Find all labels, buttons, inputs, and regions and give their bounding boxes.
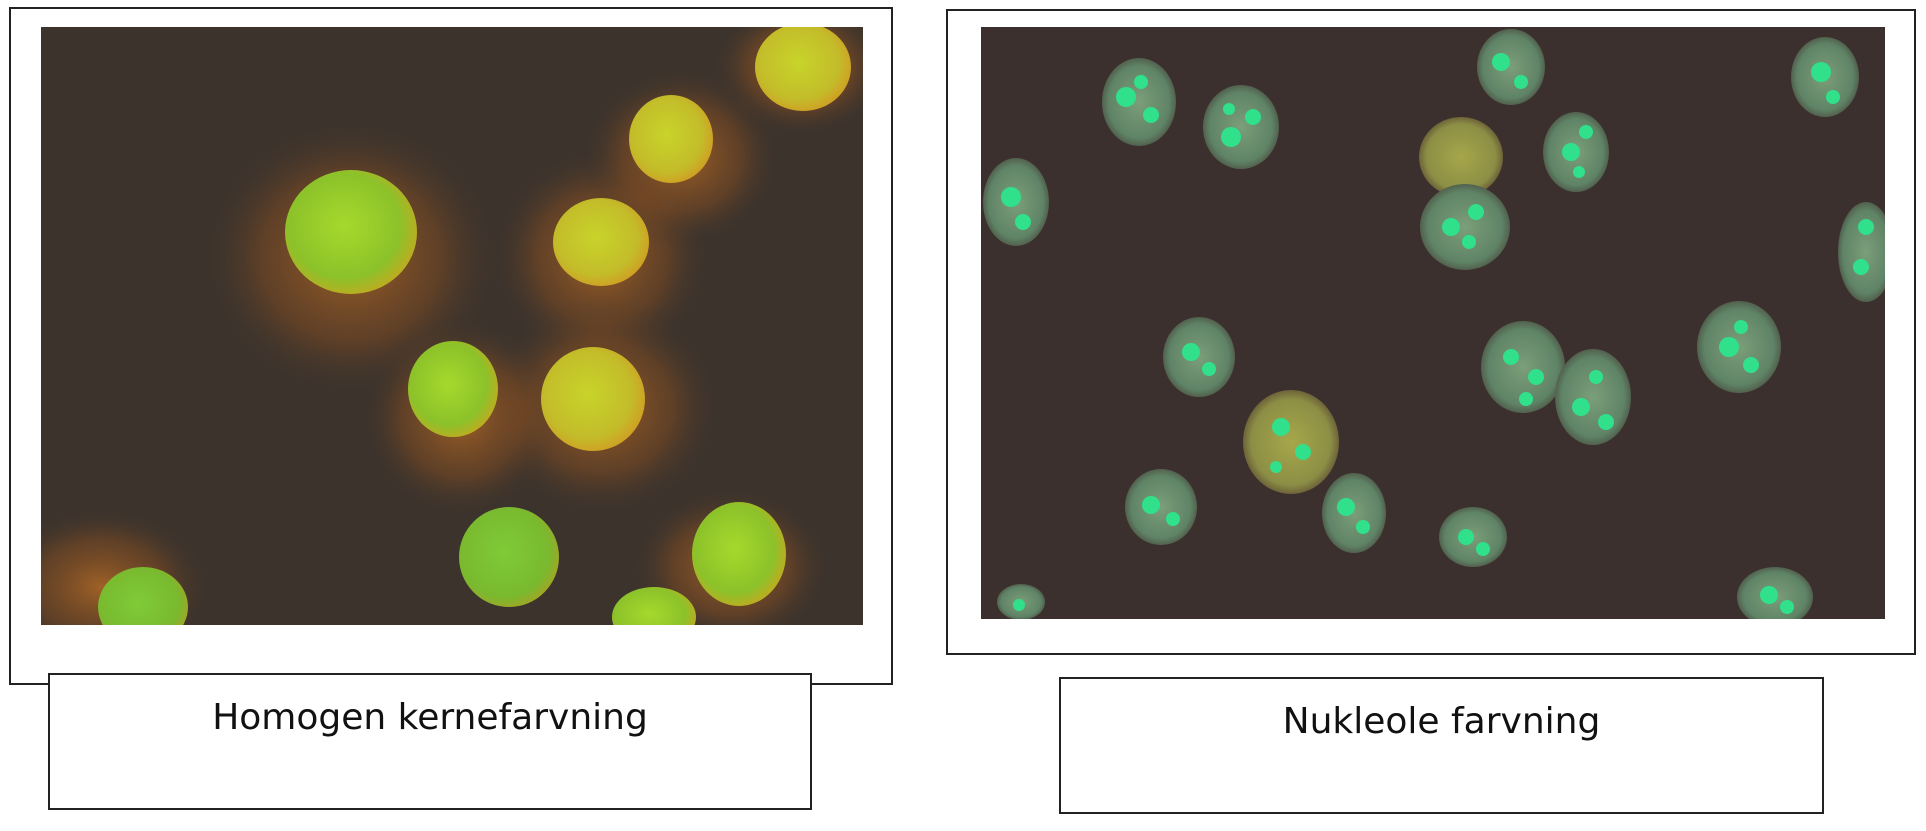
micrograph-left-svg bbox=[41, 27, 863, 625]
right-caption: Nukleole farvning bbox=[1282, 701, 1601, 742]
right-image-frame bbox=[946, 9, 1916, 655]
left-image-frame bbox=[9, 7, 893, 685]
stained-nuclei bbox=[98, 27, 851, 625]
left-caption: Homogen kernefarvning bbox=[212, 697, 648, 738]
micrograph-right-svg bbox=[981, 27, 1885, 619]
nucleoli-spots bbox=[1001, 53, 1874, 614]
left-caption-box: Homogen kernefarvning bbox=[48, 673, 812, 810]
nucleolar-staining-micrograph bbox=[981, 27, 1885, 619]
right-caption-box: Nukleole farvning bbox=[1059, 677, 1824, 814]
homogeneous-nuclear-staining-micrograph bbox=[41, 27, 863, 625]
